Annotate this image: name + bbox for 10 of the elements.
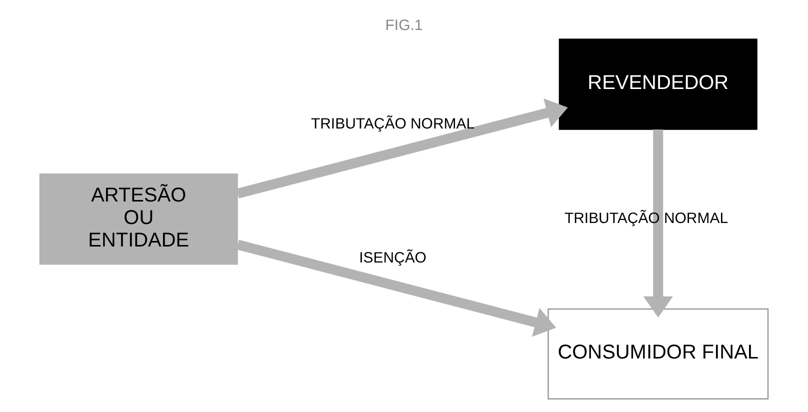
node-box: ARTESÃO OU ENTIDADE — [39, 174, 238, 265]
arrow — [236, 240, 556, 337]
diagram-title: FIG.1 — [385, 17, 423, 34]
edge-label: ISENÇÃO — [359, 249, 426, 266]
node-box: CONSUMIDOR FINAL — [548, 308, 769, 400]
edge-label: TRIBUTAÇÃO NORMAL — [310, 116, 475, 133]
node-box: REVENDEDOR — [558, 38, 758, 130]
arrow — [643, 130, 673, 318]
edge-label: TRIBUTAÇÃO NORMAL — [564, 210, 728, 227]
arrow — [236, 98, 568, 198]
